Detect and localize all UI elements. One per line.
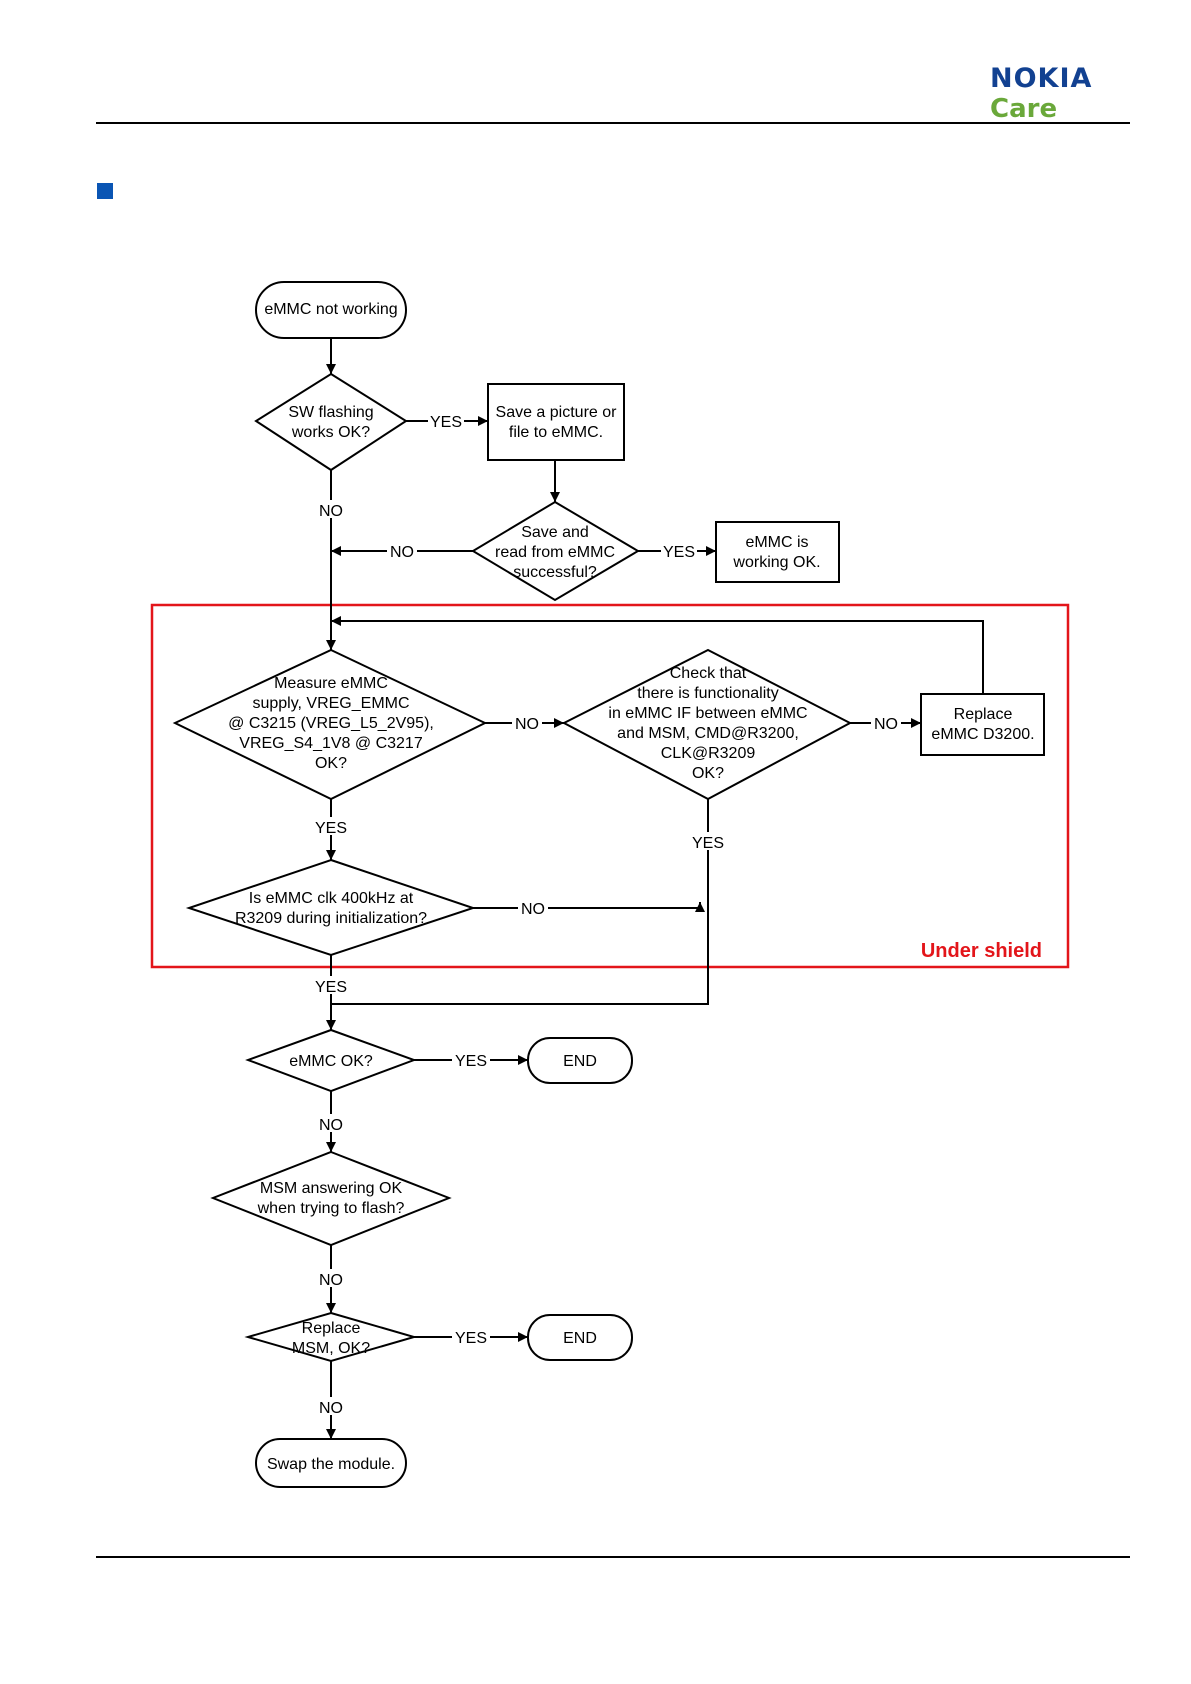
clk-check-decision — [185, 858, 477, 957]
check-if-line-1: Check that — [670, 665, 747, 682]
emmc-ok-label: eMMC OK? — [289, 1053, 373, 1070]
emmc-working-line-1: eMMC is — [745, 534, 808, 551]
start-label: eMMC not working — [264, 301, 397, 318]
end-terminal-2 — [527, 1314, 633, 1361]
footer-rule — [96, 1556, 1130, 1558]
msm-answer-decision — [210, 1150, 452, 1247]
check-if-line-2: there is functionality — [637, 685, 778, 702]
edge-no-replace-msm: NO — [319, 1400, 343, 1417]
edge-no-check-if: NO — [874, 716, 898, 733]
clk-check-line-1: Is eMMC clk 400kHz at — [249, 890, 414, 907]
measure-line-4: VREG_S4_1V8 @ C3217 — [239, 735, 423, 752]
msm-answer-line-1: MSM answering OK — [260, 1180, 403, 1197]
measure-line-2: supply, VREG_EMMC — [252, 695, 409, 712]
logo-care-text: Care — [990, 94, 1058, 124]
msm-answer-line-2: when trying to flash? — [257, 1200, 405, 1217]
measure-supply-decision — [172, 648, 488, 801]
under-shield-region — [150, 603, 1070, 969]
swap-module-terminal — [255, 1438, 407, 1488]
section-bullet — [97, 183, 113, 199]
replace-emmc-process — [920, 693, 1045, 756]
end-terminal-1 — [527, 1037, 633, 1084]
edge-yes-replace-msm: YES — [455, 1330, 487, 1347]
header-rule — [96, 122, 1130, 124]
emmc-ok-decision — [245, 1028, 417, 1093]
sw-flashing-decision — [254, 372, 408, 472]
emmc-working-process — [715, 521, 840, 583]
save-picture-line-2: file to eMMC. — [509, 424, 603, 441]
edge-yes-check-if: YES — [692, 835, 724, 852]
start-terminal — [255, 281, 407, 339]
measure-line-5: OK? — [315, 755, 347, 772]
sw-flashing-line-2: works OK? — [291, 424, 370, 441]
measure-line-3: @ C3215 (VREG_L5_2V95), — [228, 715, 434, 732]
edge-yes-emmc-ok: YES — [455, 1053, 487, 1070]
logo-nokia-text: NOKIA — [990, 63, 1093, 94]
edge-no-emmc-ok: NO — [319, 1117, 343, 1134]
check-if-line-5: CLK@R3209 — [661, 745, 756, 762]
save-read-line-1: Save and — [521, 524, 589, 541]
replace-msm-line-1: Replace — [302, 1320, 361, 1337]
check-interface-decision — [561, 648, 853, 801]
edge-no-measure: NO — [515, 716, 539, 733]
under-shield-label: Under shield — [921, 940, 1042, 962]
end-1-label: END — [563, 1053, 597, 1070]
edge-yes-save-read: YES — [663, 544, 695, 561]
edge-yes-sw-flashing: YES — [430, 414, 462, 431]
end-2-label: END — [563, 1330, 597, 1347]
save-picture-line-1: Save a picture or — [496, 404, 618, 421]
edge-no-sw-flashing: NO — [319, 503, 343, 520]
check-if-line-4: and MSM, CMD@R3200, — [617, 725, 799, 742]
edge-yes-measure: YES — [315, 820, 347, 837]
save-read-decision — [471, 500, 640, 602]
replace-emmc-line-1: Replace — [954, 706, 1013, 723]
save-picture-process — [487, 383, 625, 461]
edge-yes-clk-check: YES — [315, 979, 347, 996]
save-read-line-3: successful? — [513, 564, 597, 581]
replace-msm-line-2: MSM, OK? — [292, 1340, 370, 1357]
check-if-line-6: OK? — [692, 765, 724, 782]
edge-no-save-read: NO — [390, 544, 414, 561]
save-read-line-2: read from eMMC — [495, 544, 615, 561]
edge-no-msm-answer: NO — [319, 1272, 343, 1289]
sw-flashing-line-1: SW flashing — [288, 404, 373, 421]
emmc-working-line-2: working OK. — [732, 554, 820, 571]
swap-module-label: Swap the module. — [267, 1456, 395, 1473]
connectors — [326, 338, 984, 1439]
check-if-line-3: in eMMC IF between eMMC — [608, 705, 807, 722]
measure-line-1: Measure eMMC — [274, 675, 388, 692]
replace-emmc-line-2: eMMC D3200. — [931, 726, 1034, 743]
edge-no-clk-check: NO — [521, 901, 545, 918]
replace-msm-decision — [244, 1311, 418, 1363]
clk-check-line-2: R3209 during initialization? — [235, 910, 427, 927]
